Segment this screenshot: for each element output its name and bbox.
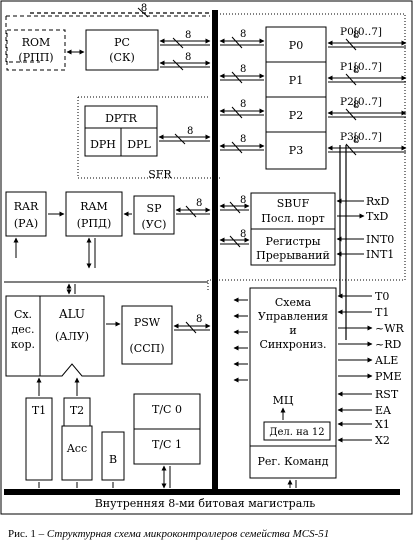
serial-port-label: Посл. порт: [261, 212, 324, 225]
t2-label: T2: [70, 404, 84, 417]
vertical-bus: [212, 10, 218, 490]
rom-label: ROM: [22, 36, 51, 49]
top-bus-width: 8: [141, 3, 147, 14]
port-1-label: P1: [289, 74, 303, 87]
t1-register: [25, 397, 53, 481]
svg-text:8: 8: [240, 134, 246, 145]
svg-text:8: 8: [185, 52, 191, 63]
psw-block: [121, 305, 173, 365]
outer-frame: [0, 0, 413, 515]
port-0-label: P0: [289, 39, 303, 52]
rom-dashed-region: [5, 15, 210, 63]
alu-block: [39, 295, 105, 377]
rar-block: [5, 191, 47, 237]
port-3-pins: P3[0..7]: [340, 131, 382, 143]
int-regs-label: Регистры: [265, 235, 320, 248]
svg-text:8: 8: [187, 126, 193, 137]
signal-rxd: RxD: [366, 195, 389, 208]
dpl-label: DPL: [127, 138, 151, 151]
alu-label: ALU: [58, 307, 85, 321]
tc1-label: T/C 1: [152, 438, 182, 451]
pc-label: PC: [114, 36, 130, 49]
pc-sublabel: (СК): [109, 51, 135, 64]
svg-text:8: 8: [240, 229, 246, 240]
internal-bus-label: Внутренняя 8-ми битовая магистраль: [95, 497, 316, 510]
control-line4: Синхрониз.: [259, 338, 326, 351]
ctrl-signal-0: T0: [375, 290, 389, 303]
signal-int0: INT0: [366, 233, 394, 246]
control-line1: Схема: [275, 296, 312, 309]
ctrl-signal-6: RST: [375, 388, 399, 401]
ctrl-signal-9: X2: [375, 434, 390, 447]
svg-text:8: 8: [240, 99, 246, 110]
port-3-label: P3: [289, 144, 303, 157]
port-2-pins: P2[0..7]: [340, 96, 382, 108]
control-line3: и: [289, 324, 296, 337]
sp-label: SP: [147, 202, 163, 215]
sp-sublabel: (УС): [142, 218, 167, 231]
ports-block: [265, 26, 327, 170]
alu-sublabel: (АЛУ): [55, 330, 89, 343]
svg-text:8: 8: [353, 100, 359, 111]
dptr-label: DPTR: [105, 112, 138, 125]
control-line2: Управления: [258, 310, 328, 323]
sbuf-label: SBUF: [277, 197, 310, 210]
rar-label: RAR: [14, 200, 39, 213]
psw-label: PSW: [134, 316, 161, 329]
svg-text:8: 8: [196, 198, 202, 209]
ctrl-signal-2: ~WR: [375, 322, 405, 335]
divider-block: [263, 421, 331, 441]
svg-text:8: 8: [196, 314, 202, 325]
signal-txd: TxD: [366, 210, 389, 223]
svg-text:8: 8: [353, 30, 359, 41]
sfr-dotted-region: [77, 96, 220, 179]
dph-label: DPH: [90, 138, 116, 151]
mc-label: МЦ: [273, 394, 294, 407]
psw-sublabel: (ССП): [129, 342, 164, 355]
pc-block: [85, 29, 159, 71]
signal-int1: INT1: [366, 248, 394, 261]
decimal-corr-line2: дес.: [12, 323, 35, 336]
figure-caption: Рис. 1 – Структурная схема микроконтролл…: [8, 528, 329, 540]
svg-text:8: 8: [353, 135, 359, 146]
decimal-corr-line3: кор.: [11, 338, 35, 351]
tc0-label: T/C 0: [152, 403, 182, 416]
ram-sublabel: (РПД): [77, 217, 112, 230]
ctrl-signal-5: PME: [375, 370, 402, 383]
cmd-reg-label: Рег. Команд: [257, 455, 328, 468]
acc-register: [61, 425, 93, 481]
ctrl-signal-1: T1: [375, 306, 389, 319]
ram-block: [65, 191, 123, 237]
decimal-corr-line1: Сх.: [14, 308, 32, 321]
svg-text:8: 8: [240, 64, 246, 75]
acc-label: Acc: [66, 442, 87, 455]
b-register: [101, 431, 125, 481]
ctrl-signal-3: ~RD: [375, 338, 401, 351]
sp-block: [133, 195, 175, 235]
divider-label: Дел. на 12: [269, 427, 324, 438]
ctrl-signal-7: EA: [375, 404, 392, 417]
svg-text:8: 8: [240, 29, 246, 40]
t1-label: T1: [32, 404, 46, 417]
port-0-pins: P0[0..7]: [340, 26, 382, 38]
ctrl-signal-8: X1: [375, 418, 390, 431]
int-regs-label2: Прерываний: [256, 249, 330, 262]
rar-sublabel: (РА): [14, 217, 38, 230]
caption-prefix: Рис. 1 –: [8, 528, 47, 540]
port-1-pins: P1[0..7]: [340, 61, 382, 73]
port-2-label: P2: [289, 109, 303, 122]
ram-label: RAM: [80, 200, 108, 213]
internal-bus: [4, 489, 400, 495]
rom-sublabel: (РПП): [18, 51, 53, 64]
pc-bus-width: 8: [185, 30, 191, 41]
caption-text: Структурная схема микроконтроллеров семе…: [47, 528, 329, 540]
svg-text:8: 8: [240, 195, 246, 206]
sfr-label: SFR: [148, 168, 172, 181]
ctrl-signal-4: ALE: [374, 354, 398, 367]
rom-block: [6, 29, 66, 71]
svg-text:8: 8: [353, 65, 359, 76]
control-block: [249, 287, 337, 479]
b-label: B: [109, 453, 117, 466]
